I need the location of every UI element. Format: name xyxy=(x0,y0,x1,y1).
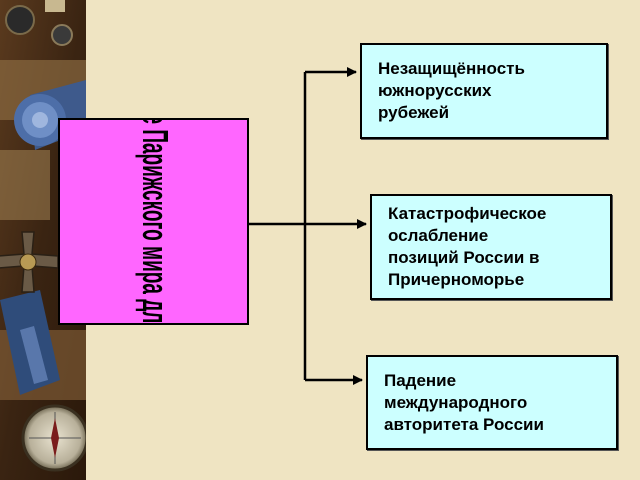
outcome-2-line-3: позиций России в xyxy=(388,248,540,267)
outcome-box-3: Падение международного авторитета России xyxy=(366,355,618,450)
outcome-2-line-2: ослабление xyxy=(388,226,489,245)
outcome-1-line-3: рубежей xyxy=(378,103,450,122)
outcome-3-line-3: авторитета России xyxy=(384,414,544,434)
outcome-1-line-2: южнорусских xyxy=(378,81,492,100)
outcome-box-1: Незащищённость южнорусских рубежей xyxy=(360,43,608,139)
main-topic-box: Значение Парижского мира для России xyxy=(58,118,249,325)
outcome-1-line-1: Незащищённость xyxy=(378,59,525,78)
outcome-box-2: Катастрофическое ослабление позиций Росс… xyxy=(370,194,612,300)
outcome-2-line-1: Катастрофическое xyxy=(388,204,547,223)
outcome-3-line-2: международного xyxy=(384,392,528,412)
outcome-2-line-4: Причерноморье xyxy=(388,270,525,289)
main-topic-title: Значение Парижского мира для России xyxy=(134,118,175,325)
outcome-3-line-1: Падение xyxy=(384,370,457,390)
